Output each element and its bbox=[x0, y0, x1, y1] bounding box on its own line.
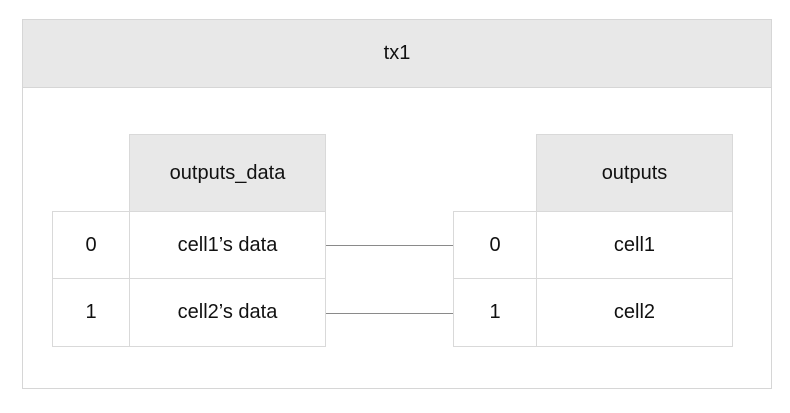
outputs-value-0: cell1 bbox=[536, 211, 733, 279]
outputs-data-value-0: cell1’s data bbox=[129, 211, 326, 279]
transaction-title: tx1 bbox=[23, 20, 771, 88]
outputs-index-1: 1 bbox=[453, 278, 537, 347]
outputs-data-index-1: 1 bbox=[52, 278, 130, 347]
outputs-header: outputs bbox=[536, 134, 733, 212]
outputs-data-header: outputs_data bbox=[129, 134, 326, 212]
outputs-index-0: 0 bbox=[453, 211, 537, 279]
connector-row-1 bbox=[326, 313, 453, 314]
connector-row-0 bbox=[326, 245, 453, 246]
outputs-data-value-1: cell2’s data bbox=[129, 278, 326, 347]
outputs-value-1: cell2 bbox=[536, 278, 733, 347]
outputs-data-index-0: 0 bbox=[52, 211, 130, 279]
